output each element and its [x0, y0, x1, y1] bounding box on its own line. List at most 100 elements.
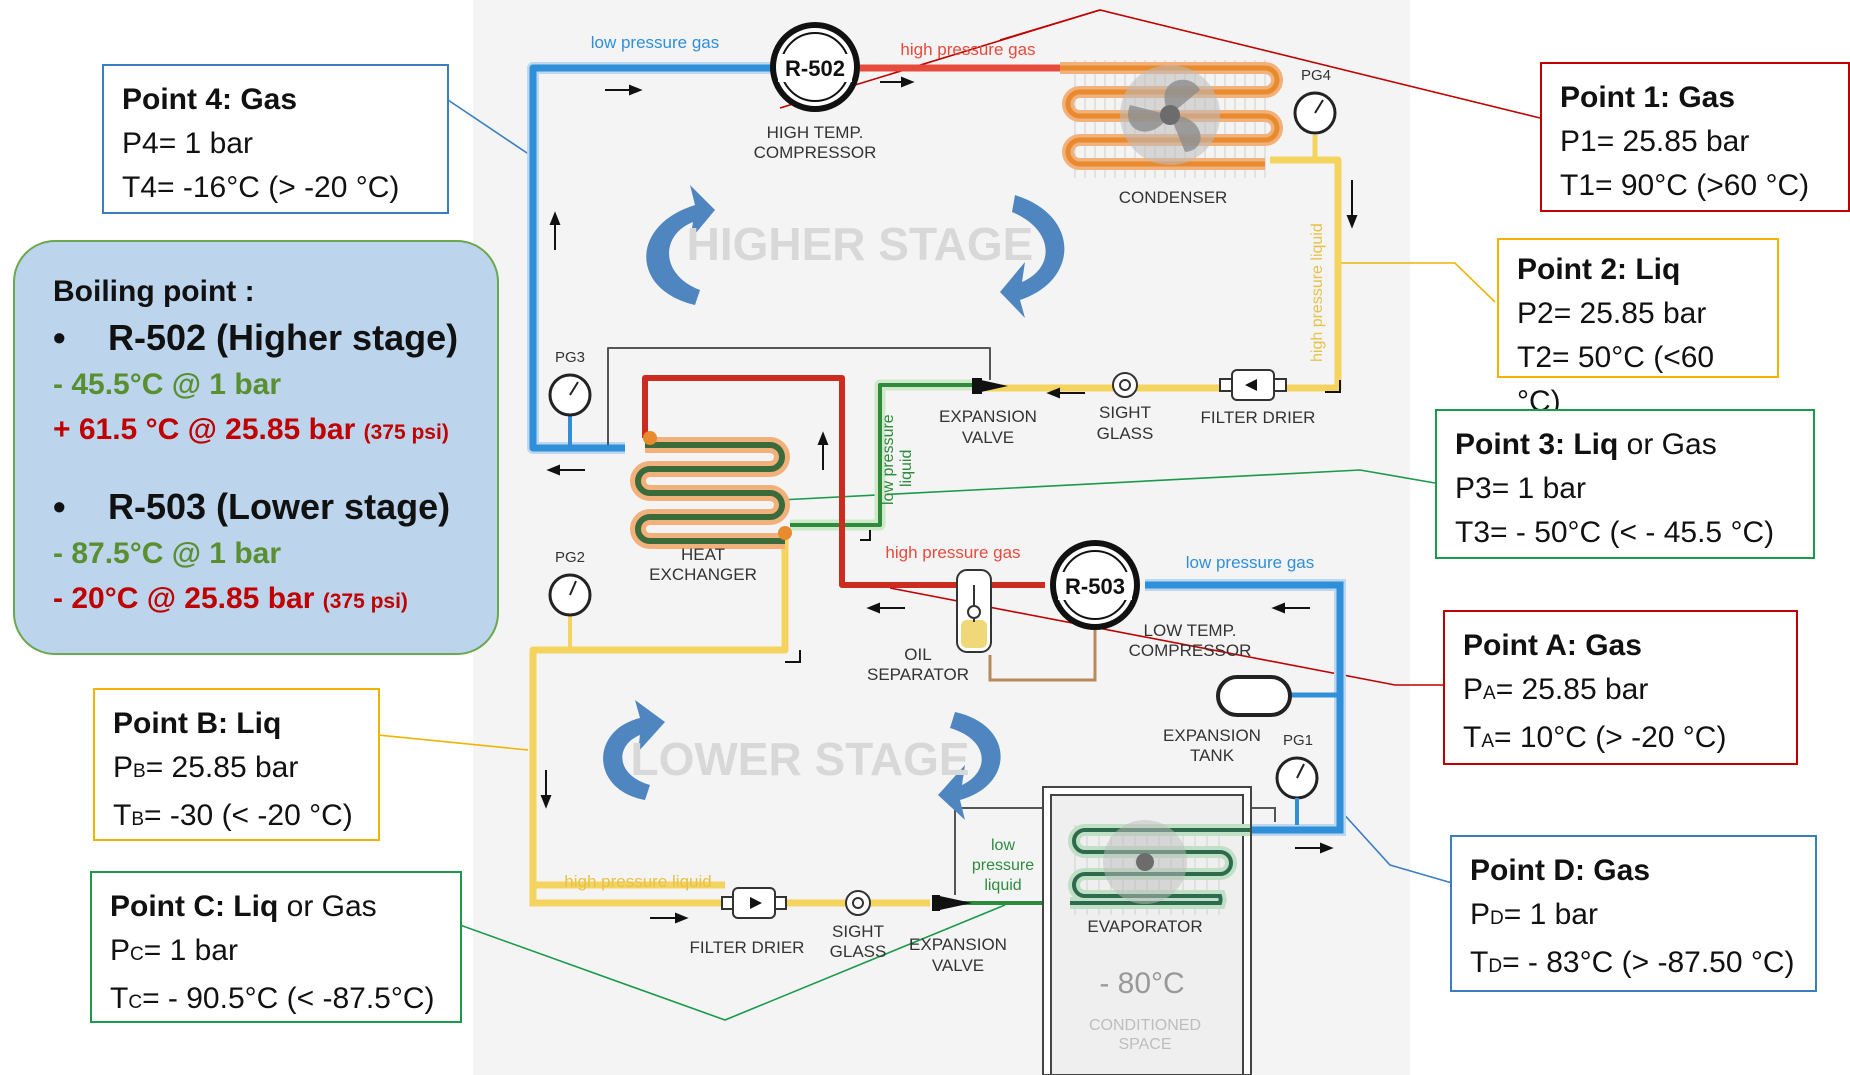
bullet-icon: •: [53, 317, 66, 358]
pa-p-post: = 25.85 bar: [1495, 673, 1649, 706]
pb-p-pre: P: [113, 751, 134, 784]
point-c-temperature: TC= - 90.5°C (< -87.5°C): [110, 977, 442, 1025]
conditioned-label: CONDITIONED: [1089, 1017, 1201, 1034]
point-c-title-rest: or Gas: [278, 890, 377, 923]
lpl-lower-1: low: [991, 837, 1015, 854]
flow-arrows-low: [540, 530, 1334, 924]
point-a-title: Point A: Gas: [1463, 629, 1642, 662]
pd-p-pre: P: [1470, 898, 1491, 931]
expansion-tank-label-2: TANK: [1190, 746, 1235, 765]
higher-stage-label: HIGHER STAGE: [687, 218, 1034, 270]
condenser: CONDENSER: [1060, 60, 1283, 207]
pc-t-pre: T: [110, 982, 129, 1015]
label-low-pressure-liquid-vertical: low pressure liquid: [880, 414, 915, 505]
lower-sight-glass: SIGHT GLASS: [830, 890, 887, 961]
evaporator-label: EVAPORATOR: [1087, 917, 1202, 936]
pipe-bypass-loop: [607, 347, 991, 445]
r502-high: + 61.5 °C @ 25.85 bar (375 psi): [53, 407, 497, 455]
leader-point3: [779, 469, 1436, 501]
point-a-box: Point A: Gas PA= 25.85 bar TA= 10°C (> -…: [1443, 610, 1798, 765]
point-a-temperature: TA= 10°C (> -20 °C): [1463, 716, 1778, 764]
pd-t-sub: D: [1488, 956, 1503, 977]
exp-valve-label: EXPANSION: [939, 407, 1037, 426]
point-3-title-bold: Point 3: Liq: [1455, 428, 1619, 461]
exp-valve-lower-label-2: VALVE: [932, 956, 984, 975]
point-3-pressure: P3= 1 bar: [1455, 472, 1586, 505]
lpl-lower-2: pressure: [972, 857, 1034, 874]
pc-t-sub: C: [128, 992, 143, 1013]
r502-low: - 45.5°C @ 1 bar: [53, 368, 282, 401]
lpl-2: liquid: [898, 450, 915, 487]
r503-high-value: - 20°C @ 25.85 bar: [53, 582, 315, 615]
compressor-high-label-2: COMPRESSOR: [754, 143, 877, 162]
point-d-temperature: TD= - 83°C (> -87.50 °C): [1470, 941, 1797, 989]
pd-p-sub: D: [1490, 908, 1504, 929]
leader-lines: [377, 9, 1541, 1021]
label-high-pressure-liquid-vertical: high pressure liquid: [1309, 223, 1326, 362]
label-low-pressure-gas-top: low pressure gas: [591, 33, 720, 52]
oil-separator: OIL SEPARATOR: [867, 569, 992, 684]
leader-pointA: [889, 587, 1445, 686]
boiling-point-panel: Boiling point : •R-502 (Higher stage) - …: [13, 240, 499, 655]
r502-psi: (375 psi): [363, 421, 449, 444]
pc-t-post: = - 90.5°C (< -87.5°C): [142, 982, 435, 1015]
r502-high-value: + 61.5 °C @ 25.85 bar: [53, 413, 356, 446]
diagram-background: [473, 0, 1410, 1075]
flow-arrows-high: [546, 76, 1358, 476]
lower-filter-drier: FILTER DRIER: [690, 887, 805, 957]
sight-glass-lower-label: SIGHT: [832, 922, 884, 941]
pipe-liquid-right: [1250, 156, 1342, 392]
condenser-label: CONDENSER: [1119, 188, 1228, 207]
pg4-label: PG4: [1301, 67, 1331, 84]
point-1-temperature: T1= 90°C (>60 °C): [1560, 169, 1810, 202]
pg4-gauge: PG4: [1293, 67, 1337, 160]
low-temp-compressor: R-503 LOW TEMP. COMPRESSOR: [1050, 540, 1251, 660]
pb-p-post: = 25.85 bar: [145, 751, 299, 784]
point-b-temperature: TB= -30 (< -20 °C): [113, 794, 360, 842]
point-b-title: Point B: Liq: [113, 707, 282, 740]
pg2-gauge: PG2: [548, 549, 592, 648]
point-2-pressure: P2= 25.85 bar: [1517, 297, 1707, 330]
point-c-title: Point C: Liq or Gas: [110, 885, 442, 929]
conditioned-label-2: SPACE: [1118, 1036, 1171, 1053]
point-3-title-rest: or Gas: [1618, 428, 1717, 461]
oil-separator-label: OIL: [904, 645, 931, 664]
pb-t-sub: B: [131, 809, 145, 830]
sight-glass-label-2: GLASS: [1097, 424, 1154, 443]
oil-separator-label-2: SEPARATOR: [867, 665, 969, 684]
heat-exchanger-label: HEAT: [681, 545, 725, 564]
heat-exchanger-label-2: EXCHANGER: [649, 565, 757, 584]
point-3-box: Point 3: Liq or Gas P3= 1 bar T3= - 50°C…: [1435, 409, 1815, 559]
r503-low: - 87.5°C @ 1 bar: [53, 537, 282, 570]
leader-point1b: [999, 9, 1101, 41]
pg2-label: PG2: [555, 549, 585, 566]
point-3-temperature: T3= - 50°C (< - 45.5 °C): [1455, 516, 1775, 549]
leader-point4: [447, 99, 531, 156]
pg3-label: PG3: [555, 349, 585, 366]
filter-drier-lower-label: FILTER DRIER: [690, 938, 805, 957]
pipe-hot-gas-to-hx: [642, 375, 1045, 588]
conditioned-temperature: - 80°C: [1099, 967, 1184, 1000]
conditioned-space: EVAPORATOR - 80°C CONDITIONED SPACE: [1042, 786, 1252, 1075]
expansion-tank: EXPANSION TANK: [1163, 675, 1292, 765]
label-high-pressure-gas-lower: high pressure gas: [885, 543, 1020, 562]
lower-stage-piping: [529, 579, 1346, 907]
sight-glass-lower-label-2: GLASS: [830, 942, 887, 961]
pb-p-sub: B: [133, 761, 146, 782]
point-d-pressure: PD= 1 bar: [1470, 893, 1797, 941]
lower-stage-label: LOWER STAGE: [630, 733, 969, 785]
bullet-icon: •: [53, 486, 66, 527]
pg1-gauge: PG1: [1275, 732, 1319, 825]
lower-expansion-valve: EXPANSION VALVE: [909, 895, 1007, 975]
compressor-low-label: LOW TEMP.: [1144, 621, 1237, 640]
exp-valve-label-2: VALVE: [962, 428, 1014, 447]
pa-t-pre: T: [1463, 721, 1482, 754]
pipe-oil-return: [988, 620, 1097, 682]
pd-p-post: = 1 bar: [1503, 898, 1598, 931]
upper-sight-glass: SIGHT GLASS: [1097, 372, 1154, 443]
hpl-v: high pressure liquid: [1309, 223, 1326, 362]
pd-t-pre: T: [1470, 946, 1489, 979]
lpl-1: low pressure: [880, 414, 897, 505]
boiling-title: Boiling point :: [53, 275, 255, 308]
upper-filter-drier: FILTER DRIER: [1201, 369, 1315, 427]
